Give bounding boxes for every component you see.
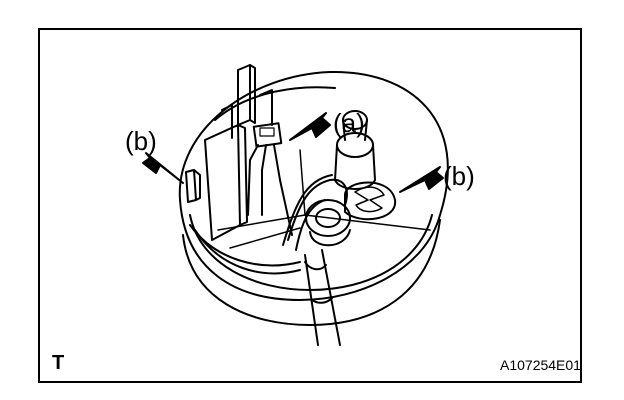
arrow-a — [289, 112, 331, 141]
vertical-bracket — [204, 64, 273, 241]
left-claw — [185, 169, 201, 203]
arrow-b-left — [142, 152, 184, 184]
retainer-clip — [344, 181, 397, 221]
corner-code: T — [52, 352, 65, 374]
arrow-b-right — [399, 166, 444, 193]
callout-a: (a) — [333, 108, 365, 138]
callout-b-left: (b) — [125, 126, 157, 156]
figure-id: A107254E01 — [500, 357, 581, 373]
cylinder-post — [334, 110, 376, 190]
callout-b-right: (b) — [443, 161, 475, 191]
housing-flange — [178, 70, 449, 326]
connector-a — [247, 122, 293, 236]
round-sensor — [305, 199, 351, 247]
